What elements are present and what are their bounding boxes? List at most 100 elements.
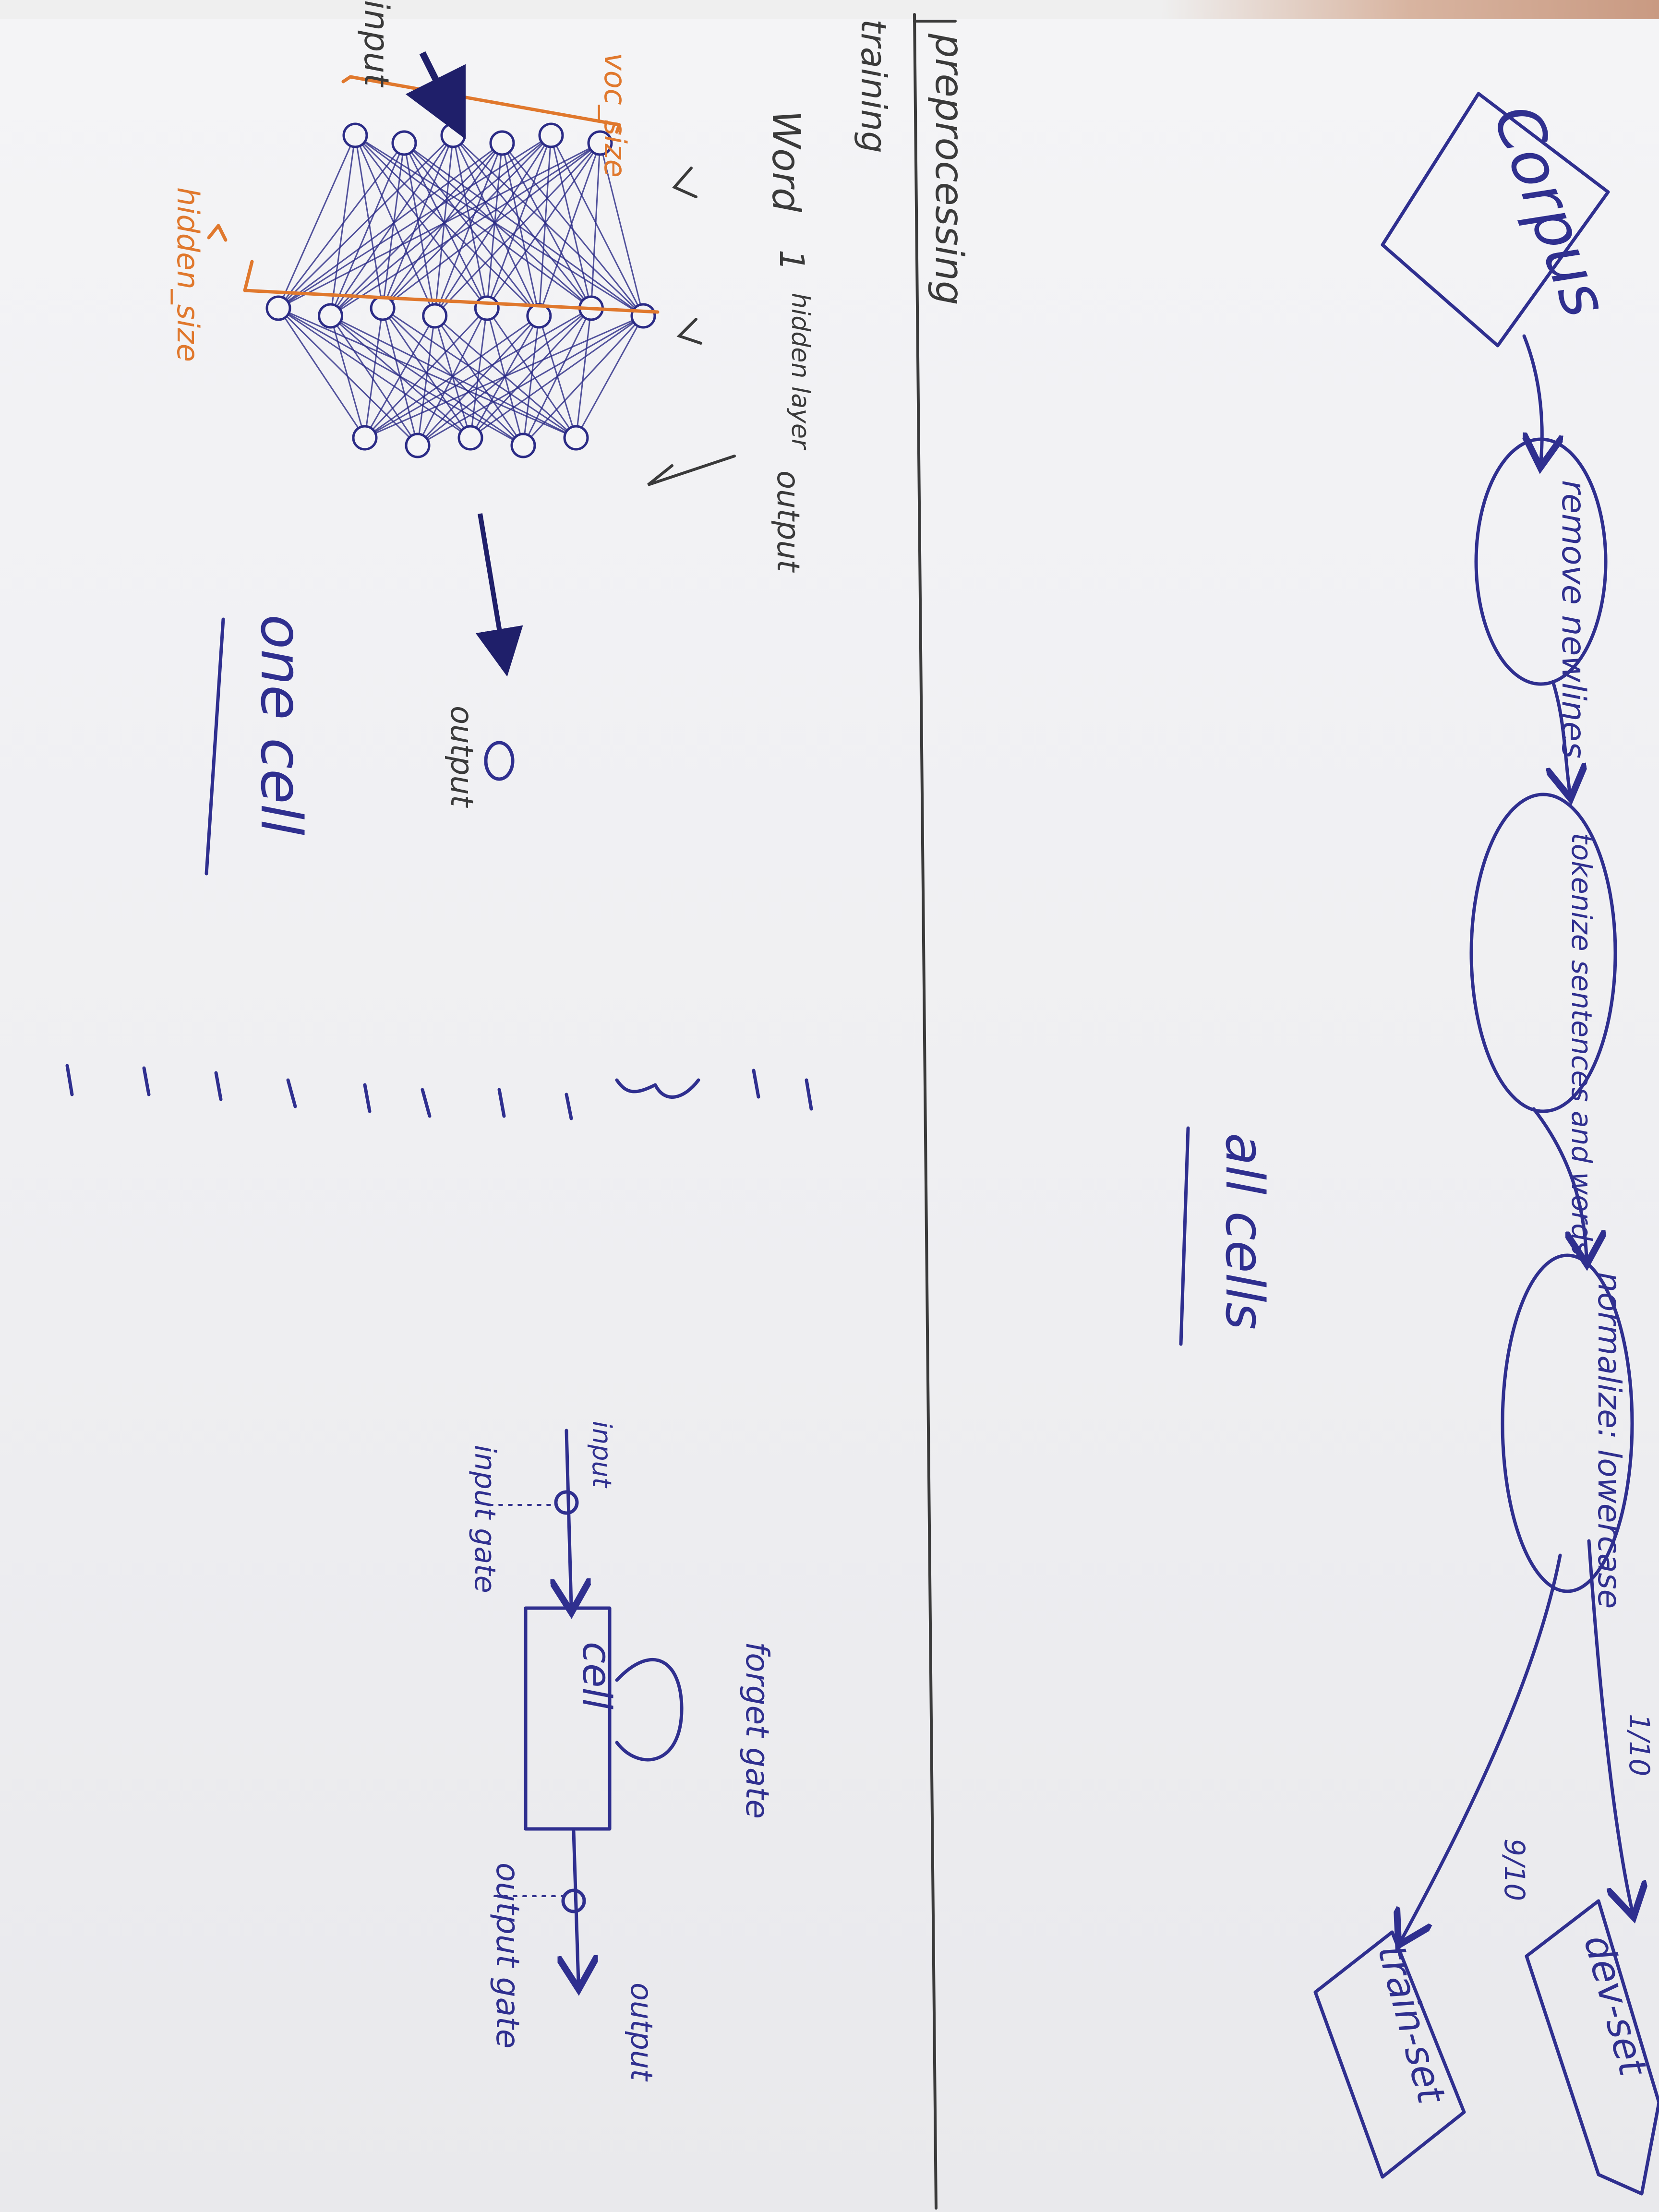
net-connection xyxy=(382,143,503,309)
net-connection xyxy=(330,142,503,317)
neuron-layer-1 xyxy=(630,303,656,329)
net-connection xyxy=(452,135,592,309)
net-output-arrow xyxy=(475,513,523,677)
input-arrow xyxy=(405,51,466,140)
desk-edge xyxy=(0,0,1659,19)
neuron-layer-0 xyxy=(538,122,564,148)
training-label: training xyxy=(854,19,894,153)
net-connection xyxy=(330,315,419,446)
arrow-normalize-to-train xyxy=(1402,1553,1562,1939)
lstm-cell-diagram xyxy=(489,1429,684,1983)
neuron-layer-2 xyxy=(405,433,431,458)
net-connection xyxy=(278,142,601,309)
dev-set-label: dev-set xyxy=(1575,1930,1656,2081)
output-gate-circle xyxy=(561,1888,586,1913)
net-connection xyxy=(404,142,644,317)
hidden-layer-arrow xyxy=(676,318,702,345)
normalize-label: normalize: lowercase xyxy=(1591,1272,1628,1609)
neural-network-drawing xyxy=(265,122,656,458)
normalize-text: normalize: lowercase xyxy=(1591,1272,1628,1609)
remove-newlines-text: remove newlines xyxy=(1554,480,1592,758)
corpus-node xyxy=(1381,92,1610,348)
neuron-layer-1 xyxy=(265,295,291,321)
net-connection xyxy=(417,315,644,446)
net-connection xyxy=(364,315,644,439)
net-connection xyxy=(354,134,540,317)
arrow-tokenize-to-normalize xyxy=(1532,1107,1587,1258)
net-connection xyxy=(278,134,552,309)
cell-label: cell xyxy=(574,1642,619,1709)
net-connection xyxy=(452,134,644,317)
net-connection xyxy=(278,142,503,309)
dev-set-node xyxy=(1525,1899,1659,2196)
net-connection xyxy=(277,143,405,309)
net-connection xyxy=(486,143,601,309)
neuron-layer-0 xyxy=(440,122,466,148)
hidden-size-bracket xyxy=(243,260,660,314)
neuron-layer-1 xyxy=(474,295,500,321)
one-cell-label: one cell xyxy=(248,614,314,835)
net-connection xyxy=(330,143,405,316)
input-label: input xyxy=(357,0,396,88)
net-connection xyxy=(486,135,552,309)
net-connection xyxy=(277,135,356,309)
net-connection xyxy=(354,135,436,316)
hidden-size-label: hidden_size xyxy=(170,187,205,362)
neuron-layer-2 xyxy=(563,425,589,451)
net-connection xyxy=(575,315,644,438)
net-connection xyxy=(434,135,454,316)
net-connection xyxy=(403,143,436,316)
net-connection xyxy=(330,135,454,316)
net-connection xyxy=(469,307,592,439)
output-gate-label: output gate xyxy=(489,1863,526,2049)
arrow-corpus-to-remove xyxy=(1524,334,1542,461)
net-connection xyxy=(434,142,601,317)
net-connection xyxy=(599,143,644,316)
tokenize-text: tokenize sentences and words xyxy=(1565,833,1598,1255)
net-connection xyxy=(404,142,592,309)
net-connection xyxy=(330,142,601,317)
train-set-node xyxy=(1313,1930,1466,2179)
net-connection xyxy=(277,308,366,438)
neuron-layer-0 xyxy=(342,122,368,148)
cell-output-line xyxy=(574,1829,578,1983)
forget-gate-label: forget gate xyxy=(739,1642,776,1819)
net-connection xyxy=(434,143,503,316)
net-connection xyxy=(364,315,540,439)
net-connection xyxy=(452,135,540,316)
net-connection xyxy=(470,315,644,439)
tokenize-label: tokenize sentences and words xyxy=(1565,833,1598,1255)
hidden-size-arrow xyxy=(207,224,228,242)
net-connection xyxy=(452,135,488,309)
net-connection xyxy=(417,315,540,446)
input-gate-label: input gate xyxy=(468,1445,502,1593)
all-cells-underline xyxy=(1179,1126,1190,1346)
net-connection xyxy=(355,134,644,317)
preprocessing-flow xyxy=(1313,92,1659,2196)
voc-size-label: voc_size xyxy=(598,53,633,178)
one-cell-underline xyxy=(204,617,225,876)
net-connection xyxy=(538,135,552,316)
net-connection xyxy=(382,135,454,309)
preprocessing-label: preprocessing xyxy=(927,33,972,305)
train-set-label: train-set xyxy=(1369,1940,1455,2109)
cell-output-label: output xyxy=(624,1983,659,2082)
word-layer-label: Word xyxy=(764,110,808,213)
word-layer-arrow xyxy=(672,167,697,198)
net-connection xyxy=(277,134,454,309)
voc-size-bracket xyxy=(341,75,621,134)
neuron-layer-0 xyxy=(391,130,417,156)
net-connection xyxy=(382,134,552,309)
net-connection xyxy=(434,135,552,316)
net-connection xyxy=(417,315,436,446)
remove-newlines-label: remove newlines xyxy=(1554,480,1592,758)
neuron-layer-0 xyxy=(489,130,515,156)
tokenize-node xyxy=(1469,793,1617,1113)
neuron-layer-0 xyxy=(587,130,613,156)
net-connection xyxy=(575,308,592,438)
cell-input-line xyxy=(566,1429,571,1606)
output-layer-label: output xyxy=(770,470,805,573)
output-node xyxy=(484,741,515,781)
